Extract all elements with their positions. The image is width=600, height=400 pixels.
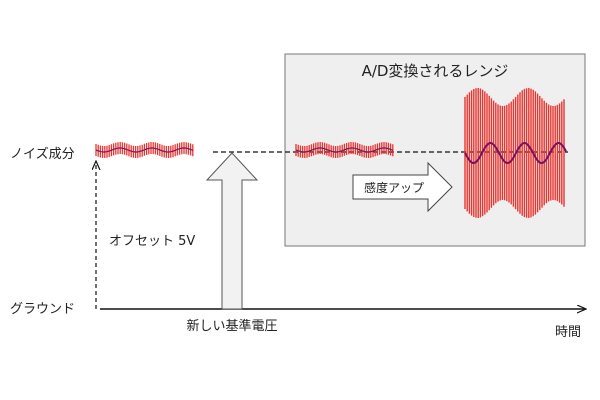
amplified-signal-wave — [464, 142, 567, 164]
offset-up-arrow — [205, 152, 259, 310]
ground-label: グラウンド — [10, 302, 75, 317]
adc-range-label: A/D変換されるレンジ — [362, 62, 509, 80]
noise-center-line — [295, 147, 394, 153]
noise-band-middle — [295, 142, 394, 158]
new-reference-label: 新しい基準電圧 — [186, 318, 277, 334]
offset-label: オフセット 5V — [109, 234, 195, 249]
gain-up-arrow — [352, 161, 453, 213]
gain-up-label: 感度アップ — [364, 180, 424, 195]
noise-label: ノイズ成分 — [10, 146, 75, 162]
noise-center-line — [95, 147, 194, 153]
time-label: 時間 — [555, 325, 581, 340]
noise-band-left — [95, 142, 194, 158]
